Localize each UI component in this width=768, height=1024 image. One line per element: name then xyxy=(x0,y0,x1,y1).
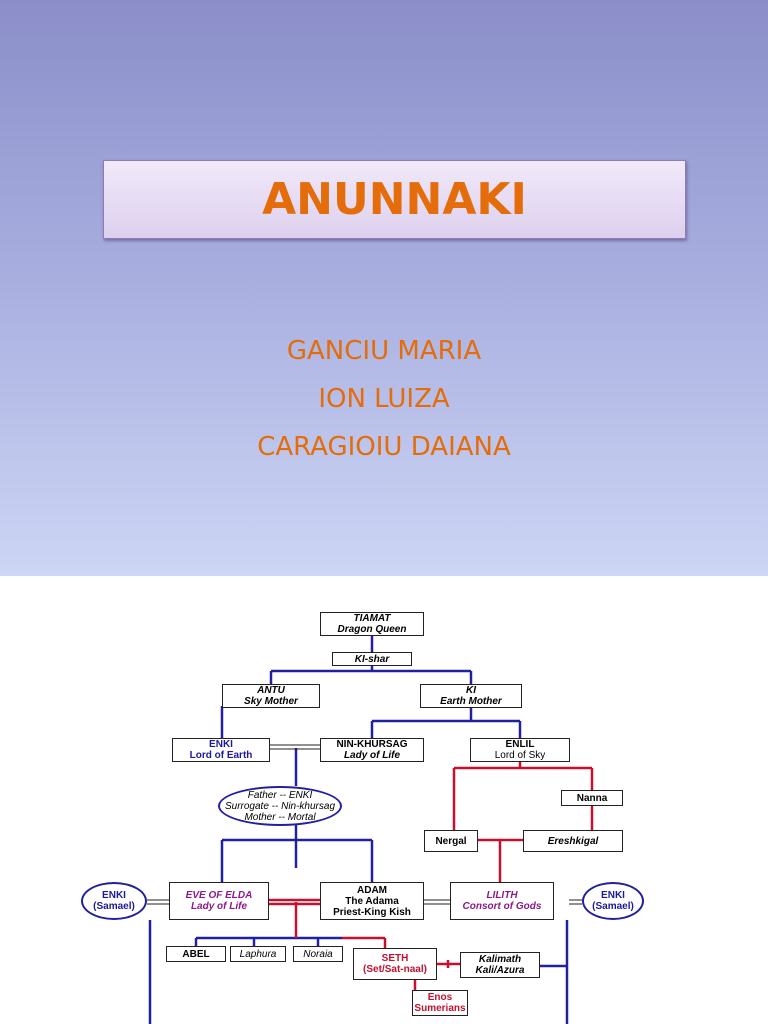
kalimath-name: Kalimath xyxy=(478,954,522,965)
antu-title: Sky Mother xyxy=(244,696,298,707)
enki-left-alias: (Samael) xyxy=(93,901,135,912)
parent-note-oval: Father -- ENKI Surrogate -- Nin-khursag … xyxy=(218,786,342,826)
enos-alias: Sumerians xyxy=(414,1003,466,1014)
ninkhursag-box: NIN-KHURSAG Lady of Life xyxy=(320,738,424,762)
ereshkigal-name: Ereshkigal xyxy=(547,835,599,847)
noraia-box: Noraia xyxy=(293,946,343,962)
nergal-name: Nergal xyxy=(435,835,467,847)
enlil-box: ENLIL Lord of Sky xyxy=(470,738,570,762)
enos-name: Enos xyxy=(427,992,453,1003)
kishar-box: KI-shar xyxy=(332,652,412,666)
enos-box: Enos Sumerians xyxy=(412,990,468,1016)
adam-name: ADAM xyxy=(357,884,387,896)
enki-title: Lord of Earth xyxy=(189,750,253,761)
kishar-name: KI-shar xyxy=(354,653,390,665)
ninkhursag-title: Lady of Life xyxy=(343,750,401,761)
parent-note-line3: Mother -- Mortal xyxy=(244,811,316,823)
enki-right-alias: (Samael) xyxy=(592,901,634,912)
ki-title: Earth Mother xyxy=(440,696,502,707)
eve-title: Lady of Life xyxy=(190,901,248,912)
kalimath-alias: Kali/Azura xyxy=(475,965,525,976)
adam-line3: Priest-King Kish xyxy=(333,906,411,918)
laphura-box: Laphura xyxy=(230,946,286,962)
author-2: ION LUIZA xyxy=(318,384,450,414)
seth-alias: (Set/Sat-naal) xyxy=(363,964,427,975)
connector-lines xyxy=(147,636,594,1024)
family-tree-diagram: TIAMAT Dragon Queen KI-shar ANTU Sky Mot… xyxy=(0,576,768,1024)
parent-note-line2: Surrogate -- Nin-khursag xyxy=(224,800,336,812)
eve-box: EVE OF ELDA Lady of Life xyxy=(169,882,269,920)
adam-line2: The Adama xyxy=(345,895,399,907)
enki-left-name: ENKI xyxy=(102,890,126,901)
noraia-name: Noraia xyxy=(303,948,333,960)
eve-name: EVE OF ELDA xyxy=(185,890,253,901)
enki-left-oval: ENKI (Samael) xyxy=(81,882,147,920)
title-box: ANUNNAKI xyxy=(103,160,686,239)
kalimath-box: Kalimath Kali/Azura xyxy=(460,952,540,978)
lilith-name: LILITH xyxy=(486,890,518,901)
seth-name: SETH xyxy=(381,953,409,964)
enki-right-name: ENKI xyxy=(601,890,625,901)
nergal-box: Nergal xyxy=(424,830,478,852)
ki-name: KI xyxy=(466,685,476,696)
nanna-name: Nanna xyxy=(576,792,608,804)
slide-title: ANUNNAKI xyxy=(262,174,527,225)
title-slide: ANUNNAKI GANCIU MARIA ION LUIZA CARAGIOI… xyxy=(0,0,768,576)
parent-note-line1: Father -- ENKI xyxy=(247,789,313,801)
lilith-title: Consort of Gods xyxy=(462,901,542,912)
enki-name: ENKI xyxy=(209,739,233,750)
tiamat-name: TIAMAT xyxy=(353,613,391,624)
enlil-name: ENLIL xyxy=(505,739,535,750)
abel-box: ABEL xyxy=(166,946,226,962)
author-3: CARAGIOIU DAIANA xyxy=(257,432,511,462)
seth-box: SETH (Set/Sat-naal) xyxy=(353,948,437,980)
enlil-title: Lord of Sky xyxy=(494,750,546,761)
tiamat-box: TIAMAT Dragon Queen xyxy=(320,612,424,636)
antu-name: ANTU xyxy=(257,685,285,696)
ereshkigal-box: Ereshkigal xyxy=(523,830,623,852)
enki-box: ENKI Lord of Earth xyxy=(172,738,270,762)
ki-box: KI Earth Mother xyxy=(420,684,522,708)
tiamat-title: Dragon Queen xyxy=(337,624,407,635)
enki-right-oval: ENKI (Samael) xyxy=(582,882,644,920)
nanna-box: Nanna xyxy=(561,790,623,806)
ninkhursag-name: NIN-KHURSAG xyxy=(336,739,408,750)
abel-name: ABEL xyxy=(182,948,210,960)
author-1: GANCIU MARIA xyxy=(286,336,482,366)
antu-box: ANTU Sky Mother xyxy=(222,684,320,708)
laphura-name: Laphura xyxy=(239,948,277,960)
adam-box: ADAM The Adama Priest-King Kish xyxy=(320,882,424,920)
lilith-box: LILITH Consort of Gods xyxy=(450,882,554,920)
